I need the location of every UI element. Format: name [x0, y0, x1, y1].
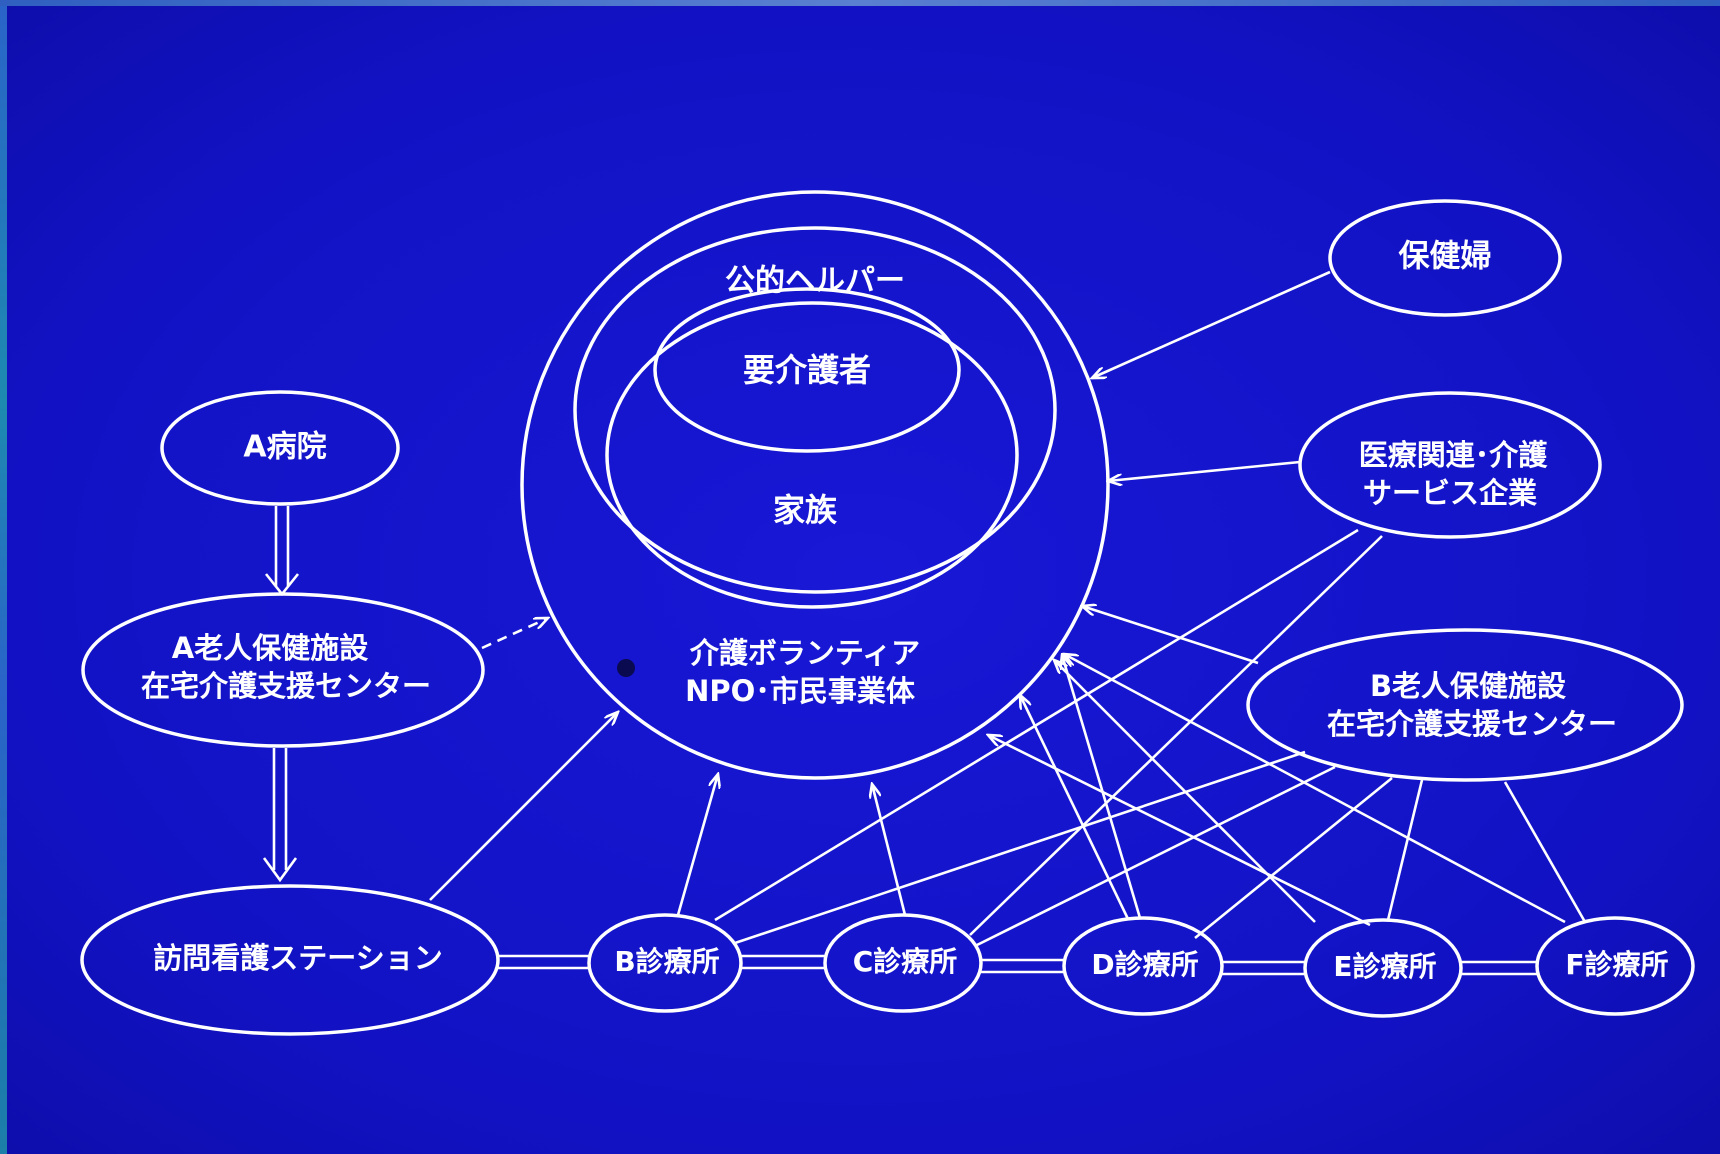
clinic-e-ellipse [1303, 918, 1463, 1018]
hospital-a-label: A病院 [243, 430, 326, 465]
care-recipient-label: 要介護者 [743, 351, 871, 389]
facility-b-label-line1: B老人保健施設 [1370, 669, 1567, 703]
clinic-e-label: E診療所 [1333, 950, 1436, 983]
family-label: 家族 [773, 491, 838, 529]
facility-b-label-line2: 在宅介護支援センター [1327, 707, 1617, 741]
care-recipient-ellipse [653, 287, 961, 453]
facility-a-label-line1: A老人保健施設 [172, 631, 369, 665]
facility-b-ellipse [1246, 628, 1684, 782]
facility-a-dashed-arrow [481, 618, 548, 650]
left-column-double-arrows [262, 506, 300, 883]
medical-company-label-line1: 医療関連･介護 [1359, 438, 1549, 472]
slide-top-edge [0, 0, 1720, 6]
arrows-into-center [429, 270, 1566, 927]
clinic-b-ellipse [587, 913, 743, 1013]
clinic-c-ellipse [823, 913, 983, 1013]
clinic-row-connectors [498, 954, 1537, 976]
clinic-f-ellipse [1535, 916, 1695, 1016]
clinic-d-label: D診療所 [1091, 948, 1198, 981]
volunteer-label-line1: 介護ボランティア [689, 636, 920, 670]
clinic-c-label: C診療所 [853, 945, 958, 978]
clinic-b-label: B診療所 [614, 945, 719, 978]
nursing-station-ellipse [80, 884, 500, 1036]
hospital-a-ellipse [160, 390, 400, 506]
public-health-nurse-label: 保健婦 [1399, 239, 1492, 275]
medical-company-ellipse [1298, 391, 1602, 539]
clinic-f-label: F診療所 [1565, 948, 1668, 981]
public-health-nurse-ellipse [1328, 199, 1562, 317]
facility-a-label-line2: 在宅介護支援センター [141, 669, 431, 703]
public-helper-label: 公的ヘルパー [725, 264, 905, 299]
nursing-station-label: 訪問看護ステーション [153, 941, 442, 975]
public-helper-ellipse [573, 226, 1057, 594]
network-lines [714, 528, 1587, 948]
medical-company-label-line2: サービス企業 [1363, 476, 1537, 510]
volunteer-label-line2: NPO･市民事業体 [685, 674, 916, 708]
clinic-d-ellipse [1062, 916, 1224, 1016]
family-ellipse [605, 301, 1019, 609]
black-dot [617, 659, 635, 677]
slide-left-edge [0, 0, 7, 1154]
